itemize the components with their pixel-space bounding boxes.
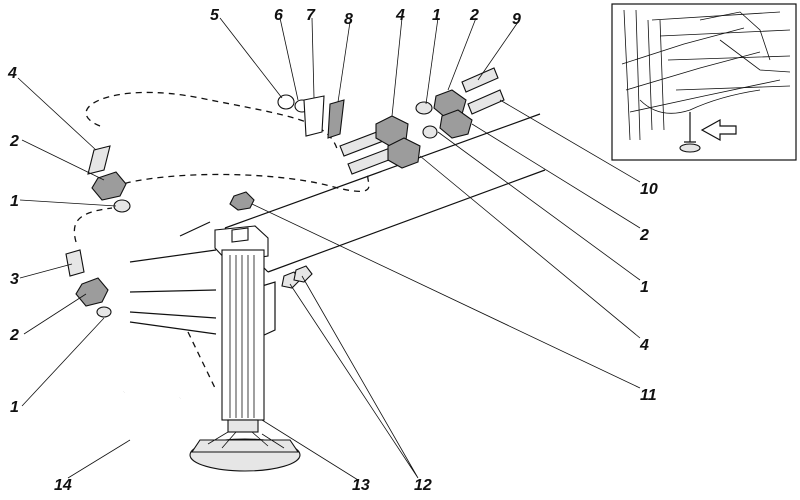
callout-1-right: 1 bbox=[640, 279, 649, 296]
callout-2-top: 2 bbox=[469, 7, 479, 24]
frame-rails bbox=[129, 113, 546, 337]
callout-2-left-b: 2 bbox=[9, 327, 19, 344]
parts bbox=[65, 67, 505, 318]
callout-1-left-a: 1 bbox=[10, 193, 19, 210]
callout-5: 5 bbox=[210, 7, 220, 24]
callout-1-top: 1 bbox=[432, 7, 441, 24]
callout-12: 12 bbox=[414, 477, 432, 494]
u-bolt bbox=[92, 390, 182, 450]
callout-2-right: 2 bbox=[639, 227, 649, 244]
inset-detail-view bbox=[611, 3, 797, 161]
callout-4-right: 4 bbox=[639, 337, 649, 354]
callout-4-left: 4 bbox=[7, 65, 17, 82]
callout-13: 13 bbox=[352, 477, 370, 494]
callout-9: 9 bbox=[512, 11, 521, 28]
leader-lines bbox=[17, 17, 641, 481]
callout-1-left-b: 1 bbox=[10, 399, 19, 416]
callout-11: 11 bbox=[640, 387, 657, 404]
jack-stand bbox=[189, 225, 301, 472]
callout-8: 8 bbox=[344, 11, 353, 28]
callout-numbers: 5 6 7 8 4 1 2 9 4 2 1 3 2 1 14 13 12 10 … bbox=[7, 7, 658, 494]
callout-3: 3 bbox=[10, 271, 19, 288]
callout-2-left-a: 2 bbox=[9, 133, 19, 150]
callout-7: 7 bbox=[306, 7, 316, 24]
callout-6: 6 bbox=[274, 7, 283, 24]
callout-4-top: 4 bbox=[395, 7, 405, 24]
callout-10: 10 bbox=[640, 181, 658, 198]
callout-14: 14 bbox=[54, 477, 72, 494]
